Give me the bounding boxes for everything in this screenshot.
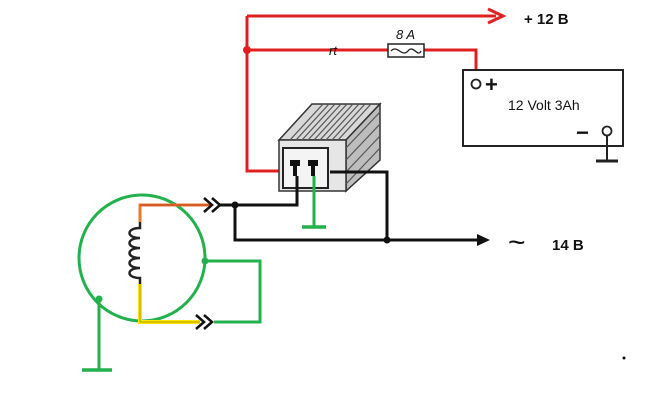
black-wire-to-regulator	[235, 176, 299, 207]
label-wire-rt: rt	[329, 43, 338, 58]
stator-coil-icon	[128, 222, 142, 284]
regulator-connector	[282, 147, 329, 189]
fuse-element	[390, 48, 422, 54]
regulator-fins	[289, 103, 381, 185]
label-battery-minus: −	[576, 120, 589, 145]
red-wire-vertical	[245, 16, 283, 173]
stray-dot	[622, 356, 626, 360]
label-plus12: + 12 B	[524, 11, 569, 28]
yellow-lead	[138, 284, 200, 324]
arrow-plus12	[487, 7, 507, 25]
label-fuse-rating: 8 A	[396, 27, 415, 42]
battery	[462, 69, 624, 163]
black-wire-ac-bus	[233, 205, 484, 242]
voltage-regulator	[277, 102, 382, 193]
regulator-ground	[302, 176, 326, 229]
fuse	[387, 43, 425, 58]
fuse-body	[387, 43, 425, 58]
arrow-ac-out	[477, 234, 490, 246]
battery-plus-terminal	[470, 78, 482, 90]
connector-pin-3	[293, 166, 297, 176]
connector-pin-4	[311, 166, 315, 176]
ac-wiring	[231, 170, 490, 246]
black-wire-from-regulator	[330, 170, 389, 240]
orange-lead	[138, 203, 210, 222]
alternator	[77, 193, 262, 372]
yellow-lead-outline	[139, 284, 200, 323]
label-ac-voltage: 14 B	[552, 237, 584, 254]
label-battery-name: 12 Volt 3Ah	[508, 97, 580, 113]
connector-pin-1	[290, 160, 300, 166]
label-battery-plus: +	[485, 72, 498, 97]
battery-body	[462, 69, 624, 147]
connector-chevron-bottom-icon	[195, 314, 214, 330]
green-loop-wire	[205, 259, 262, 324]
black-junction-dot-2	[383, 236, 391, 244]
battery-minus-terminal	[601, 125, 613, 137]
connector-pin-2	[308, 160, 318, 166]
label-ac-symbol: ~	[508, 226, 526, 259]
